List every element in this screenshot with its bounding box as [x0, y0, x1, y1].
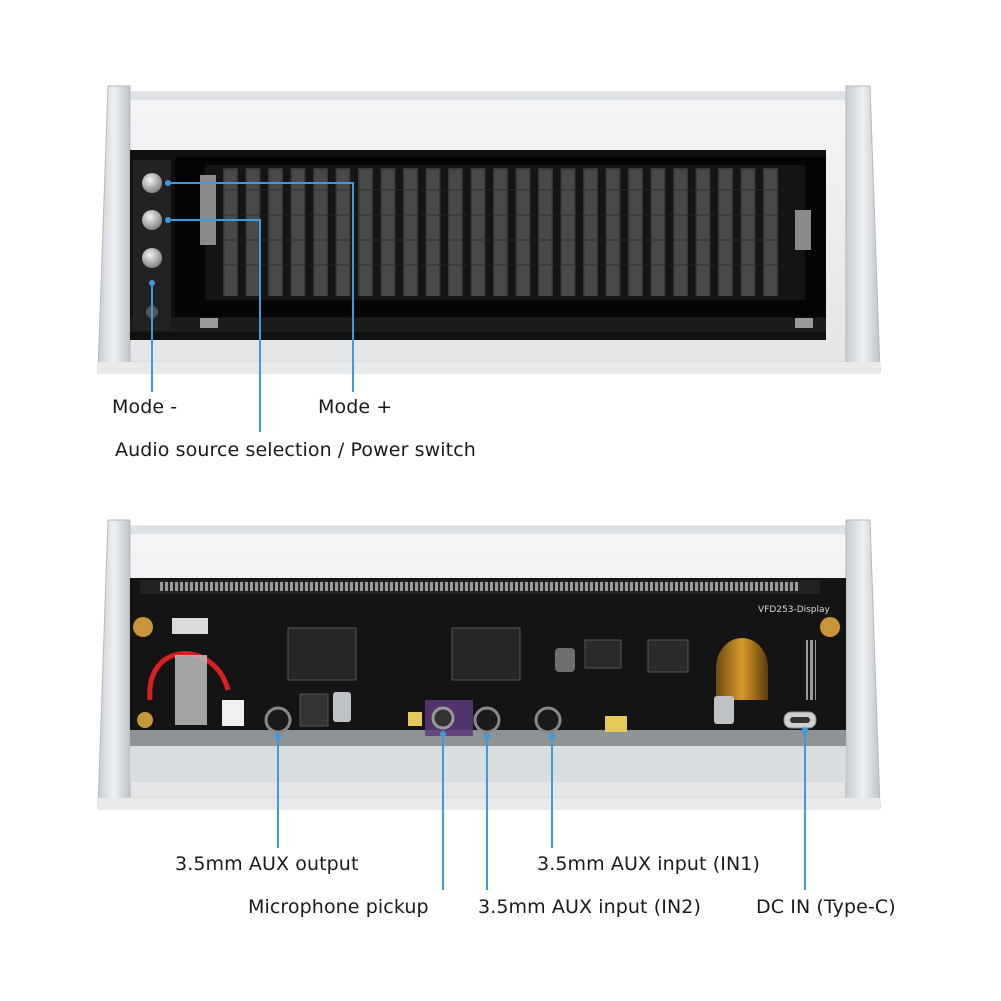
- board-silkscreen: VFD253-Display: [758, 605, 831, 615]
- microphone: [431, 706, 455, 730]
- bottom-device: VFD253-Display: [97, 519, 881, 890]
- top-device: [97, 85, 881, 432]
- top-callout-lines: [151, 182, 354, 432]
- bottom-callout-lines: [277, 730, 806, 890]
- dc-in-label: DC IN (Type-C): [756, 896, 896, 918]
- aux-in2-label: 3.5mm AUX input (IN2): [478, 896, 701, 918]
- aux-output-jack: [264, 706, 292, 734]
- aux-in1-label: 3.5mm AUX input (IN1): [537, 853, 760, 875]
- mode-plus-label: Mode +: [318, 396, 393, 418]
- mic-pickup-label: Microphone pickup: [248, 896, 429, 918]
- audio-source-label: Audio source selection / Power switch: [115, 439, 476, 461]
- mode-minus-button: [142, 248, 162, 268]
- aux-output-label: 3.5mm AUX output: [175, 853, 359, 875]
- aux-in1-jack: [534, 706, 562, 734]
- mode-plus-button: [142, 173, 162, 193]
- aux-in2-jack: [473, 706, 501, 734]
- mode-minus-label: Mode -: [112, 396, 178, 418]
- audio-source-button: [142, 210, 162, 230]
